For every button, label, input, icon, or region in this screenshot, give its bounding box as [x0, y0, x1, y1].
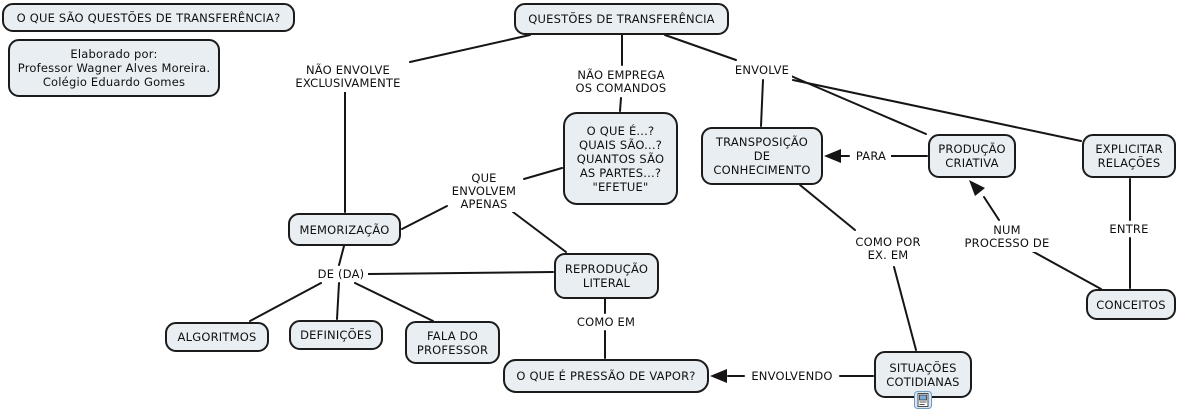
- node-author-credit[interactable]: Elaborado por: Professor Wagner Alves Mo…: [8, 39, 220, 97]
- link-nao-envolve-exclusivamente[interactable]: NÃO ENVOLVE EXCLUSIVAMENTE: [288, 62, 408, 92]
- node-explicitar-relacoes[interactable]: EXPLICITAR RELAÇÕES: [1082, 134, 1176, 178]
- link-como-por-ex-em[interactable]: COMO POR EX. EM: [852, 233, 924, 264]
- link-envolvendo[interactable]: ENVOLVENDO: [746, 368, 838, 384]
- node-algoritmos[interactable]: ALGORITMOS: [165, 322, 269, 352]
- link-que-envolvem-apenas[interactable]: QUE ENVOLVEM APENAS: [448, 170, 520, 212]
- link-para[interactable]: PARA: [851, 149, 891, 164]
- link-envolve[interactable]: ENVOLVE: [732, 62, 792, 78]
- node-fala-do-professor[interactable]: FALA DO PROFESSOR: [405, 321, 500, 364]
- node-situacoes-cotidianas[interactable]: SITUAÇÕES COTIDIANAS: [874, 351, 972, 398]
- arrowheads: [710, 149, 985, 383]
- link-entre[interactable]: ENTRE: [1106, 221, 1152, 237]
- link-de-da[interactable]: DE (DA): [314, 266, 368, 282]
- node-memorizacao[interactable]: MEMORIZAÇÃO: [288, 213, 401, 246]
- node-pressao-de-vapor[interactable]: O QUE É PRESSÃO DE VAPOR?: [503, 359, 709, 393]
- node-definicoes[interactable]: DEFINIÇÕES: [289, 320, 383, 350]
- node-questoes-de-transferencia[interactable]: QUESTÕES DE TRANSFERÊNCIA: [514, 3, 729, 35]
- node-intro-question[interactable]: O QUE SÃO QUESTÕES DE TRANSFERÊNCIA?: [2, 3, 295, 32]
- link-nao-emprega-os-comandos[interactable]: NÃO EMPREGA OS COMANDOS: [570, 67, 672, 97]
- document-resource-icon[interactable]: [914, 391, 932, 409]
- node-command-examples[interactable]: O QUE É...? QUAIS SÃO...? QUANTOS SÃO AS…: [563, 112, 678, 205]
- node-producao-criativa[interactable]: PRODUÇÃO CRIATIVA: [928, 134, 1016, 178]
- link-num-processo-de[interactable]: NUM PROCESSO DE: [960, 221, 1054, 252]
- link-como-em[interactable]: COMO EM: [574, 314, 638, 330]
- node-reproducao-literal[interactable]: REPRODUÇÃO LITERAL: [554, 253, 659, 299]
- node-conceitos[interactable]: CONCEITOS: [1086, 289, 1176, 320]
- node-transposicao-de-conhecimento[interactable]: TRANSPOSIÇÃO DE CONHECIMENTO: [701, 127, 823, 185]
